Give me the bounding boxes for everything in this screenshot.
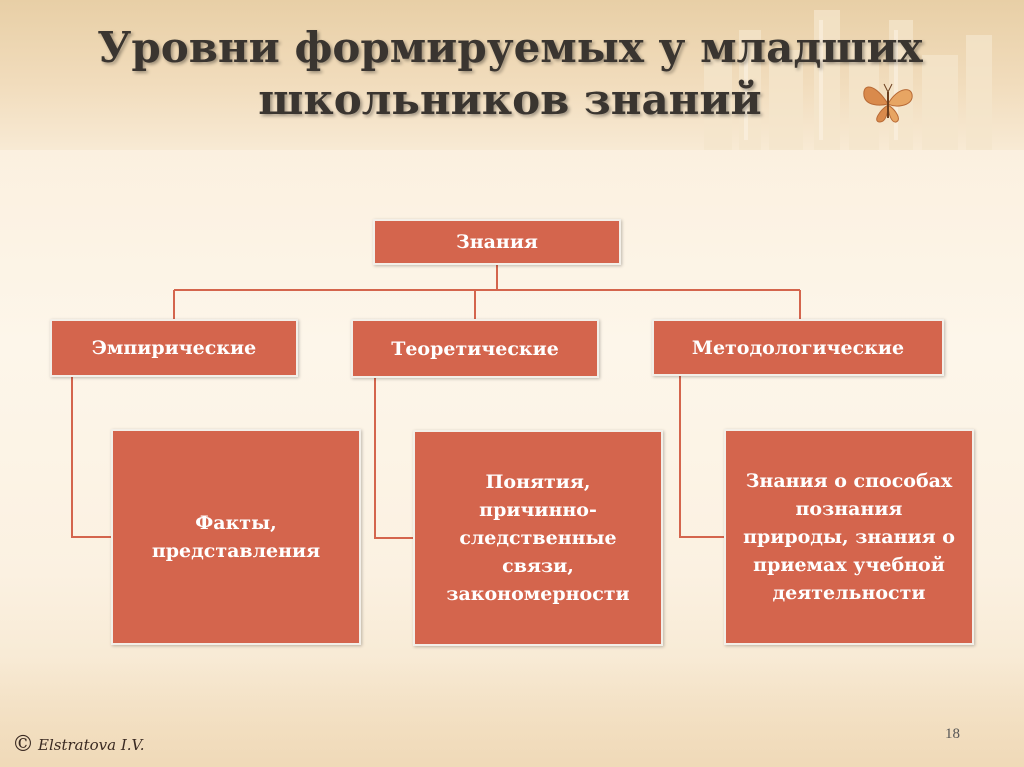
root-node-label: Знания [456, 231, 538, 253]
category-node-theoretical: Теоретические [351, 319, 599, 378]
page-number: 18 [945, 726, 960, 742]
detail-link-empirical [71, 376, 112, 538]
slide-title-line-2: школьников знаний [258, 75, 762, 124]
detail-link-theoretical [374, 377, 415, 539]
detail-text-empirical: Факты, представления [151, 512, 321, 562]
category-label-empirical: Эмпирические [91, 337, 257, 359]
slide-title: Уровни формируемых у младших школьников … [60, 22, 960, 126]
category-label-methodological: Методологические [691, 336, 905, 359]
category-node-methodological: Методологические [652, 319, 944, 376]
author-signature: © Elstratova I.V. [12, 732, 145, 757]
root-node-knowledge: Знания [373, 219, 621, 265]
detail-text-methodological: Знания о способах познания природы, знан… [743, 470, 955, 604]
detail-text-theoretical: Понятия, причинно- следственные связи, з… [446, 471, 630, 605]
detail-node-empirical: Факты, представления [111, 429, 361, 645]
author-signature-text: Elstratova I.V. [38, 735, 145, 754]
skyline-decoration [704, 10, 992, 150]
detail-node-methodological: Знания о способах познания природы, знан… [724, 429, 974, 645]
slide-title-line-1: Уровни формируемых у младших [97, 23, 923, 72]
footer-band [0, 657, 1024, 767]
copyright-icon: © [12, 732, 34, 757]
detail-link-methodological [679, 375, 726, 538]
category-node-empirical: Эмпирические [50, 319, 298, 377]
butterfly-icon [863, 83, 913, 123]
category-label-theoretical: Теоретические [391, 337, 559, 360]
detail-node-theoretical: Понятия, причинно- следственные связи, з… [413, 430, 663, 646]
